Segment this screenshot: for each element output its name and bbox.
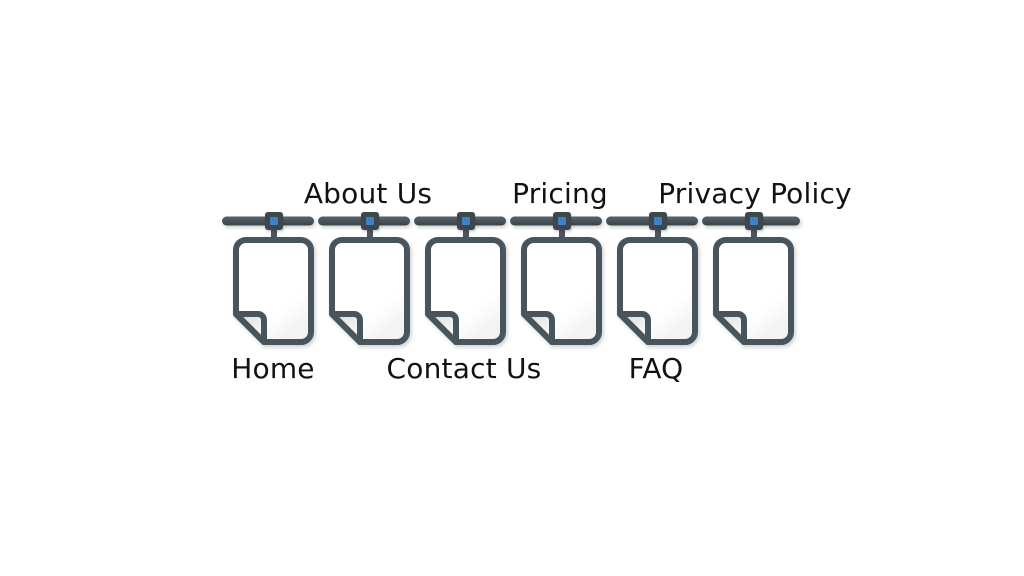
clip-accent-dot [558, 217, 566, 225]
rail-clip-faq[interactable] [649, 212, 667, 230]
tag-node-about-us[interactable] [329, 212, 410, 345]
card-corner-fold [713, 311, 747, 345]
label-contact-us: Contact Us [387, 352, 542, 385]
card-corner-fold [617, 311, 651, 345]
clip-accent-dot [750, 217, 758, 225]
label-home: Home [231, 352, 315, 385]
rail-clip-about-us[interactable] [361, 212, 379, 230]
clip-accent-dot [270, 217, 278, 225]
label-privacy-policy: Privacy Policy [658, 177, 852, 210]
clip-accent-dot [654, 217, 662, 225]
tag-node-home[interactable] [233, 212, 314, 345]
card-corner-fold [329, 311, 363, 345]
label-pricing: Pricing [512, 177, 608, 210]
rail-group [222, 216, 800, 226]
card-privacy-policy[interactable] [713, 237, 794, 345]
card-corner-fold [233, 311, 267, 345]
rail-clip-privacy-policy[interactable] [745, 212, 763, 230]
card-pricing[interactable] [521, 237, 602, 345]
rail-clip-home[interactable] [265, 212, 283, 230]
card-about-us[interactable] [329, 237, 410, 345]
tag-node-faq[interactable] [617, 212, 698, 345]
card-faq[interactable] [617, 237, 698, 345]
card-contact-us[interactable] [425, 237, 506, 345]
clip-accent-dot [366, 217, 374, 225]
clip-accent-dot [462, 217, 470, 225]
rail-clip-pricing[interactable] [553, 212, 571, 230]
tag-node-pricing[interactable] [521, 212, 602, 345]
tag-node-contact-us[interactable] [425, 212, 506, 345]
card-corner-fold [425, 311, 459, 345]
tag-node-privacy-policy[interactable] [713, 212, 794, 345]
card-home[interactable] [233, 237, 314, 345]
label-about-us: About Us [304, 177, 432, 210]
card-corner-fold [521, 311, 555, 345]
rail-clip-contact-us[interactable] [457, 212, 475, 230]
label-faq: FAQ [629, 352, 684, 385]
